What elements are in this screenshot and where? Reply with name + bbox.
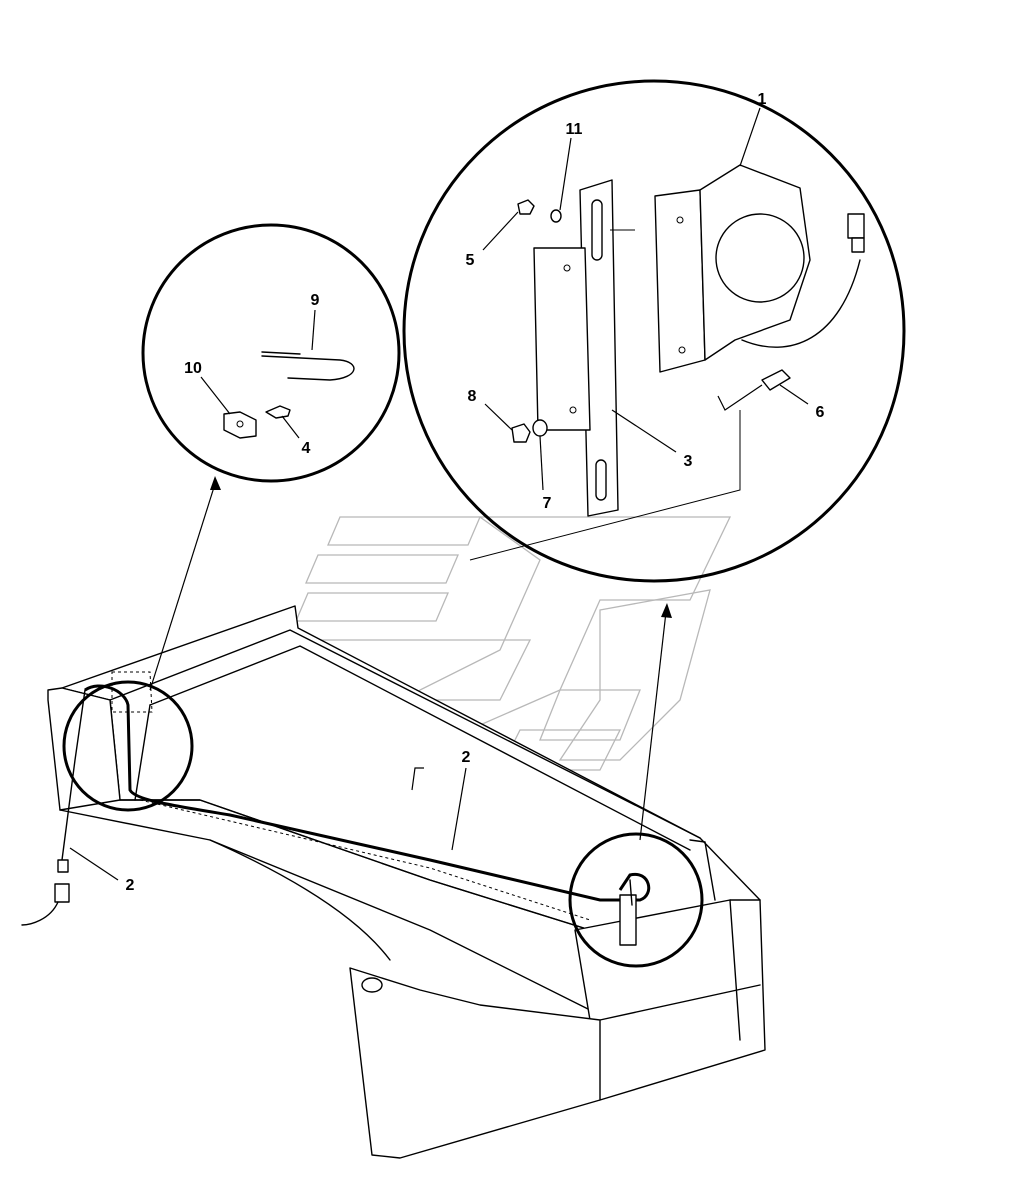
callout-11: 11: [566, 121, 583, 138]
fender-housing: [47, 605, 766, 1159]
zoom-circle-small: [141, 223, 401, 483]
callout-9: 9: [311, 292, 320, 309]
screw-small: [265, 405, 291, 419]
callout-2-harness: 2: [462, 749, 471, 766]
callout-10: 10: [184, 360, 202, 377]
bolt-6: [761, 369, 791, 391]
callout-6: 6: [816, 404, 825, 421]
callout-2-connector: 2: [126, 877, 135, 894]
callout-8: 8: [468, 388, 477, 405]
callout-1: 1: [758, 91, 767, 108]
zoom-circle-large: [402, 79, 906, 583]
wire-harness: [21, 671, 651, 926]
screw-5: [517, 199, 535, 215]
cable-tie: [261, 355, 355, 381]
zoom-arrows: [149, 476, 672, 841]
callout-4: 4: [302, 440, 311, 457]
detail-circle-right: [568, 832, 704, 968]
washer-7: [532, 419, 548, 437]
washer-11: [550, 209, 562, 223]
bracket-mount-right: [619, 879, 637, 946]
callout-labels: 1 11 5 8 7 3 6 9 10 4 2 2: [69, 91, 825, 894]
callout-3: 3: [684, 453, 693, 470]
callout-7: 7: [543, 495, 552, 512]
nut-8: [511, 423, 531, 443]
clip: [223, 411, 257, 439]
detail-circle-left: [62, 680, 194, 812]
callout-5: 5: [466, 252, 475, 269]
